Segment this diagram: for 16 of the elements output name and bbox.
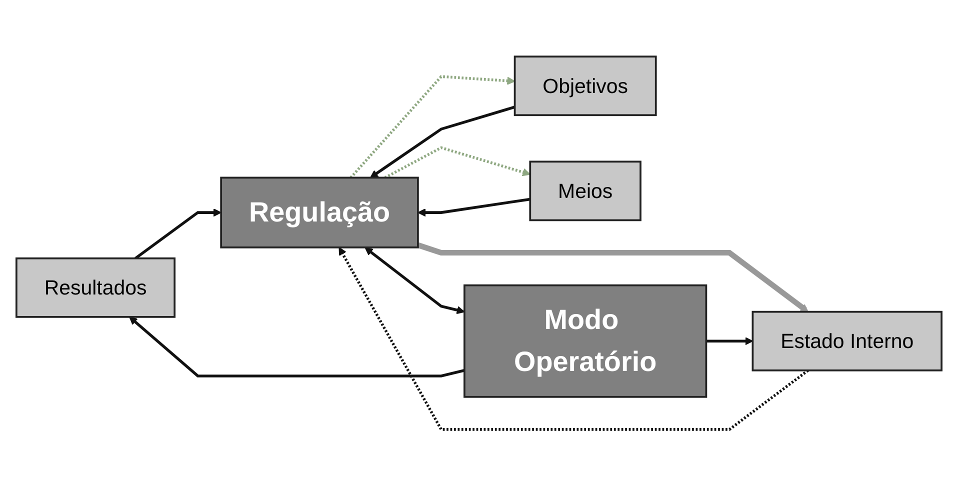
node-box: Estado Interno [751, 310, 942, 372]
arrow [369, 106, 515, 178]
arrow [417, 198, 530, 217]
arrow [384, 146, 530, 179]
arrow [364, 247, 464, 314]
arrow [128, 316, 464, 378]
arrow [134, 208, 221, 260]
node-box: Regulação [220, 176, 418, 248]
node-box: Meios [528, 160, 641, 222]
node-box: Modo Operatório [463, 284, 707, 398]
node-box: Resultados [15, 257, 176, 318]
arrow [706, 337, 753, 346]
arrow [349, 75, 515, 179]
arrow [338, 247, 808, 431]
arrow [416, 242, 808, 312]
node-box: Objetivos [513, 56, 656, 116]
